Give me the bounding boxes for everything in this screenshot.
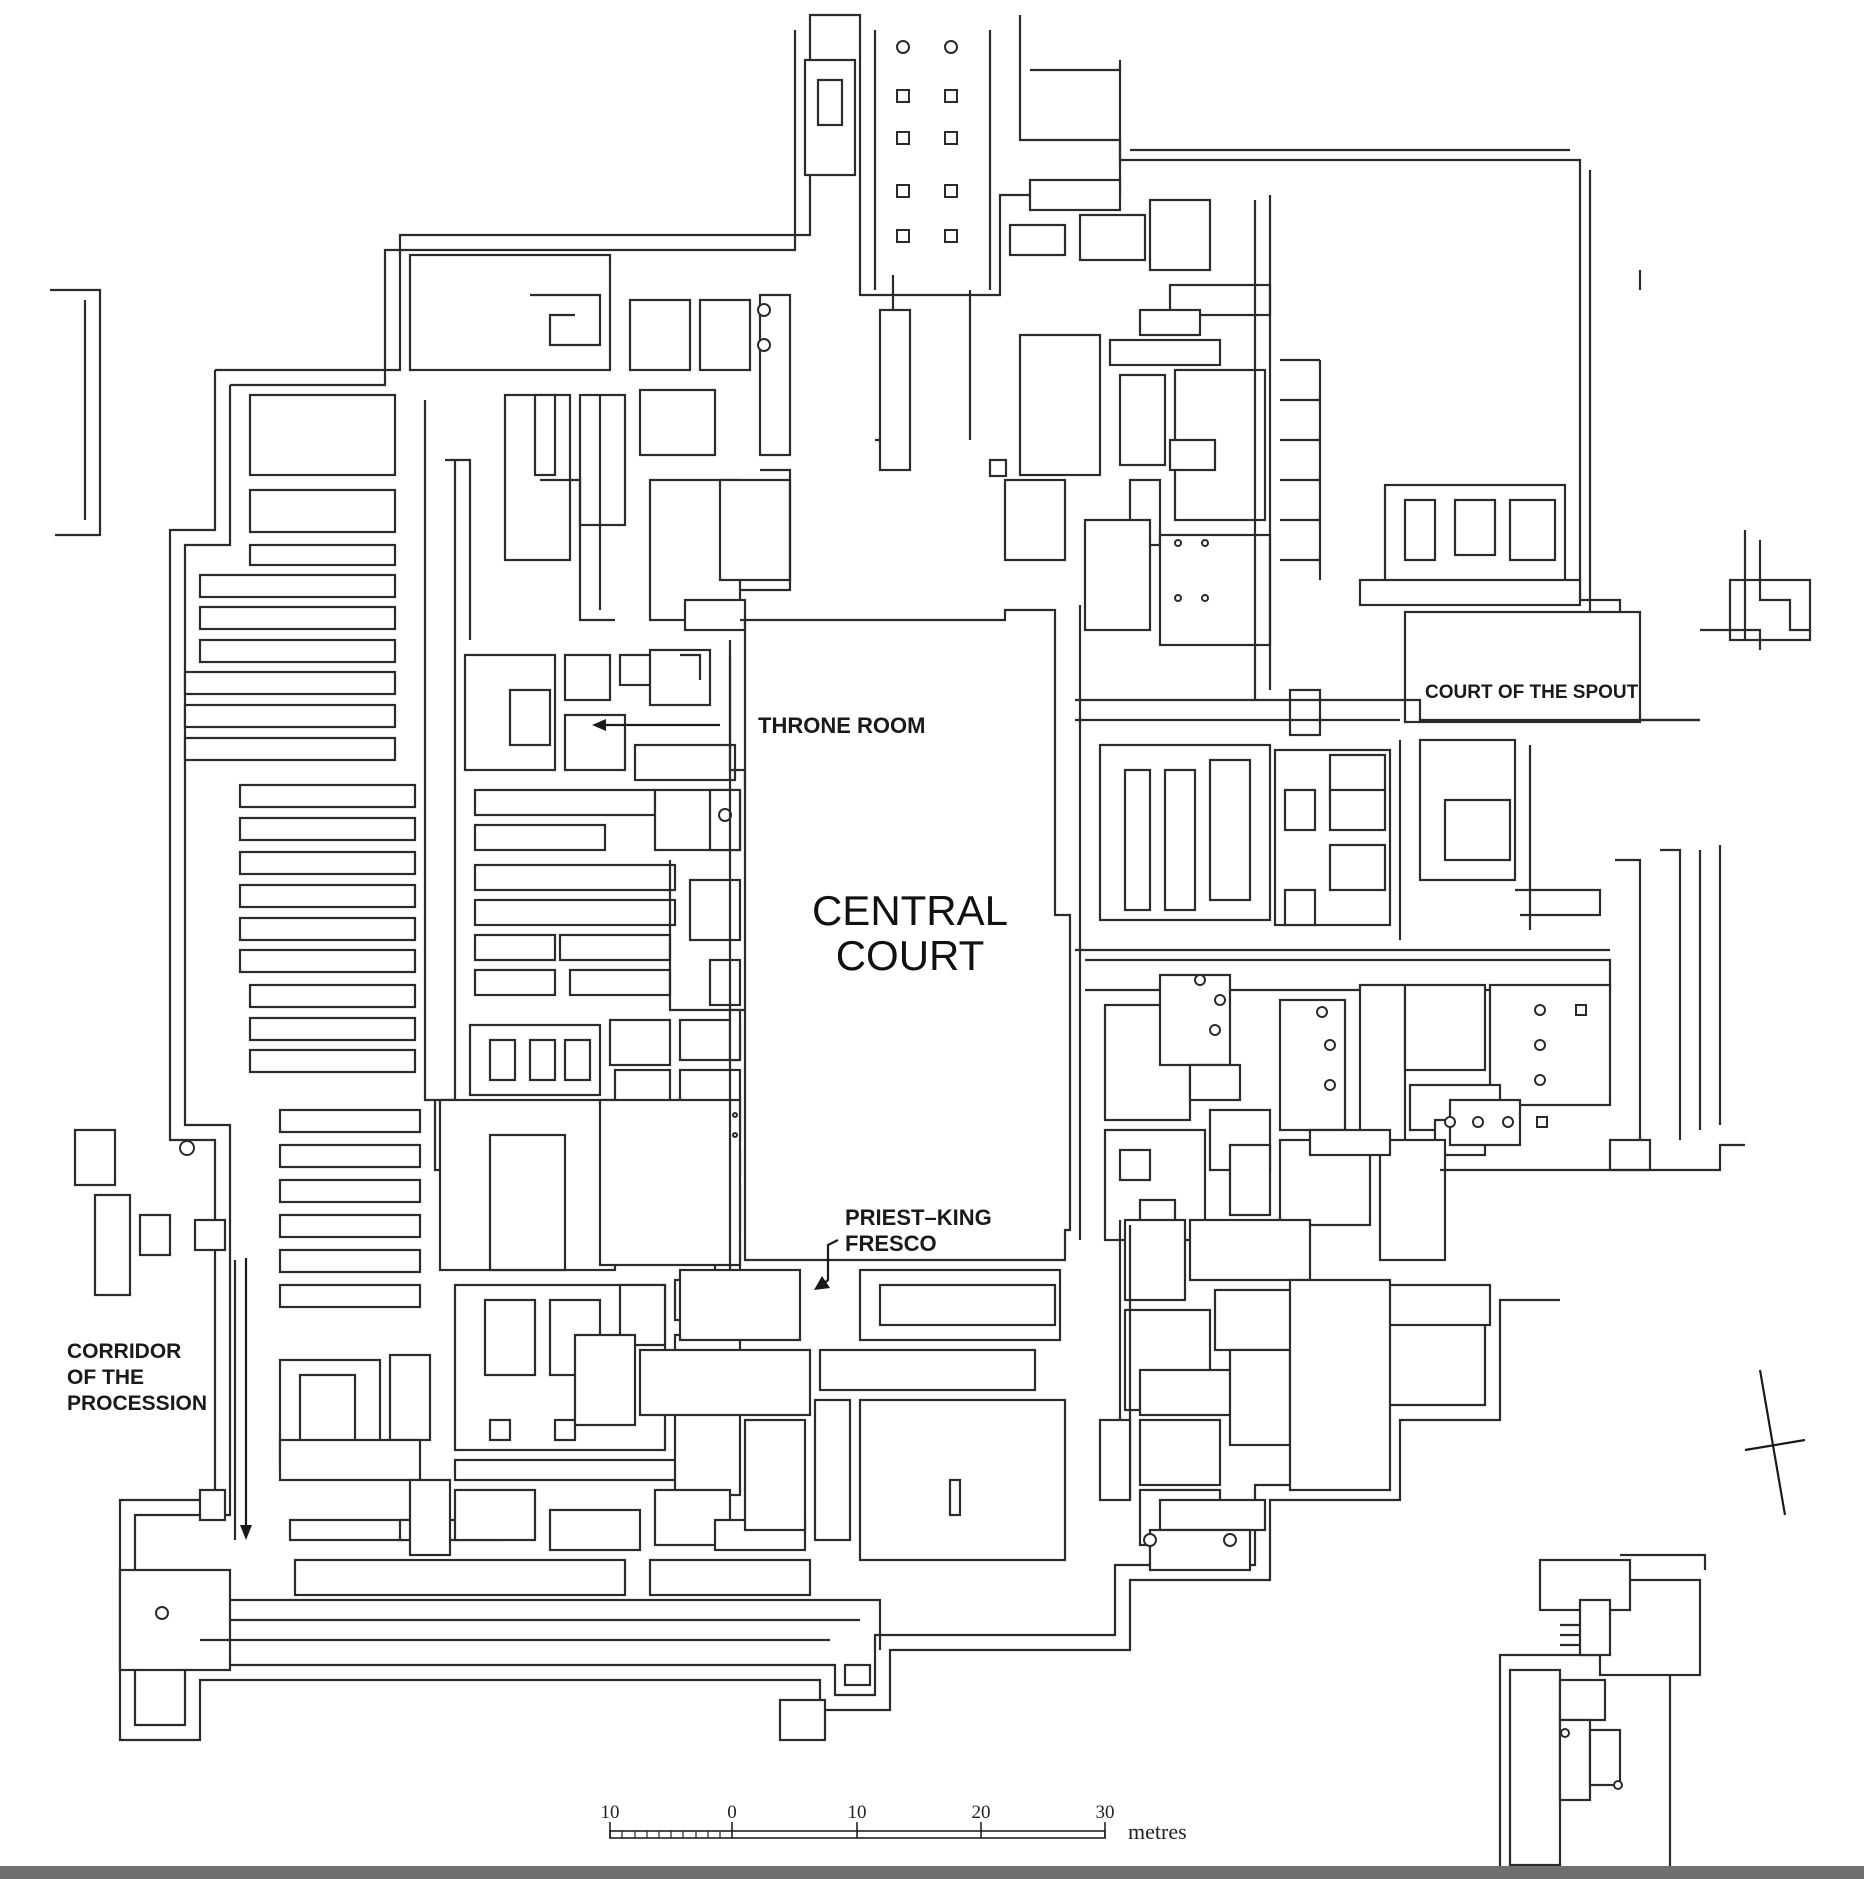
scale-tick-label: 0 xyxy=(727,1802,737,1823)
priest-king-text-line1: PRIEST–KING xyxy=(845,1205,992,1230)
east-central-rooms xyxy=(1075,738,1612,992)
throne-room-complex xyxy=(463,648,747,1012)
west-magazines xyxy=(183,393,472,1309)
scale-tick-label: 10 xyxy=(601,1802,620,1823)
scale-bar: 10 0 10 20 30 metres xyxy=(601,1802,1187,1844)
corridor-text-line3: PROCESSION xyxy=(67,1392,207,1415)
west-fragment xyxy=(50,288,102,537)
east-north-rooms xyxy=(878,178,1322,700)
central-court-text-line2: COURT xyxy=(836,932,985,979)
west-north-rooms xyxy=(408,253,792,632)
central-court-label: CENTRAL COURT xyxy=(812,887,1008,979)
priest-king-label: PRIEST–KING FRESCO xyxy=(814,1205,992,1290)
scale-unit-label: metres xyxy=(1128,1819,1187,1844)
court-of-the-spout-label: COURT OF THE SPOUT xyxy=(1425,682,1639,703)
scale-tick-label: 20 xyxy=(972,1802,991,1823)
corridor-text-line2: OF THE xyxy=(67,1366,144,1389)
south-east-rooms xyxy=(1098,1218,1492,1572)
east-south-rooms xyxy=(1103,845,1745,1262)
corridor-of-the-procession-label: CORRIDOR OF THE PROCESSION xyxy=(67,1258,252,1540)
scale-tick-label: 30 xyxy=(1096,1802,1115,1823)
south-east-house xyxy=(1498,1553,1707,1879)
corridor-text-line1: CORRIDOR xyxy=(67,1340,181,1363)
throne-room-text: THRONE ROOM xyxy=(758,713,925,738)
scale-tick-label: 10 xyxy=(848,1802,867,1823)
central-court-text-line1: CENTRAL xyxy=(812,887,1008,934)
throne-room-label: THRONE ROOM xyxy=(592,713,925,738)
central-court xyxy=(728,605,1082,1270)
priest-king-text-line2: FRESCO xyxy=(845,1231,937,1256)
court-of-the-spout-text: COURT OF THE SPOUT xyxy=(1425,682,1639,703)
south-central-rooms xyxy=(638,1268,1067,1562)
procession-corridor xyxy=(73,1128,237,1540)
court-of-the-spout-area xyxy=(1075,483,1812,737)
south-west-rooms xyxy=(278,1098,812,1597)
north-cross-icon xyxy=(1744,1369,1806,1516)
south-corridor xyxy=(118,1568,882,1742)
bottom-edge-bar xyxy=(0,1866,1864,1879)
